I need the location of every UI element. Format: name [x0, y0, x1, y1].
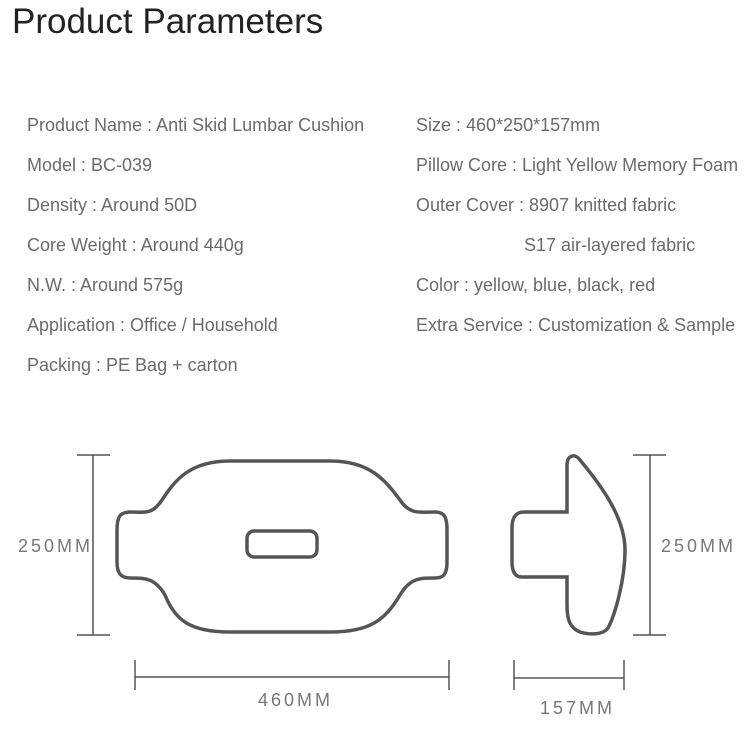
param-color: Color : yellow, blue, black, red	[416, 275, 656, 295]
param-model: Model : BC-039	[27, 155, 153, 175]
param-product-name: Product Name : Anti Skid Lumbar Cushion	[27, 115, 365, 135]
front-width-label: 460MM	[258, 690, 334, 710]
param-packing: Packing : PE Bag + carton	[27, 355, 238, 375]
front-height-label: 250MM	[18, 536, 94, 556]
param-size: Size : 460*250*157mm	[416, 115, 601, 135]
cushion-handle-hole	[245, 529, 319, 559]
param-outer-cover: Outer Cover : 8907 knitted fabric	[416, 195, 677, 215]
param-core-weight: Core Weight : Around 440g	[27, 235, 244, 255]
side-height-label: 250MM	[661, 536, 737, 556]
param-outer-cover-2: S17 air-layered fabric	[524, 235, 696, 255]
param-application: Application : Office / Household	[27, 315, 278, 335]
page-title: Product Parameters	[12, 2, 324, 41]
side-depth-label: 157MM	[540, 698, 616, 718]
param-pillow-core: Pillow Core : Light Yellow Memory Foam	[416, 155, 739, 175]
param-extra-service: Extra Service : Customization & Sample	[416, 315, 736, 335]
param-density: Density : Around 50D	[27, 195, 198, 215]
cushion-front-outline	[115, 459, 449, 634]
cushion-side-outline	[510, 454, 627, 636]
param-net-weight: N.W. : Around 575g	[27, 275, 184, 295]
